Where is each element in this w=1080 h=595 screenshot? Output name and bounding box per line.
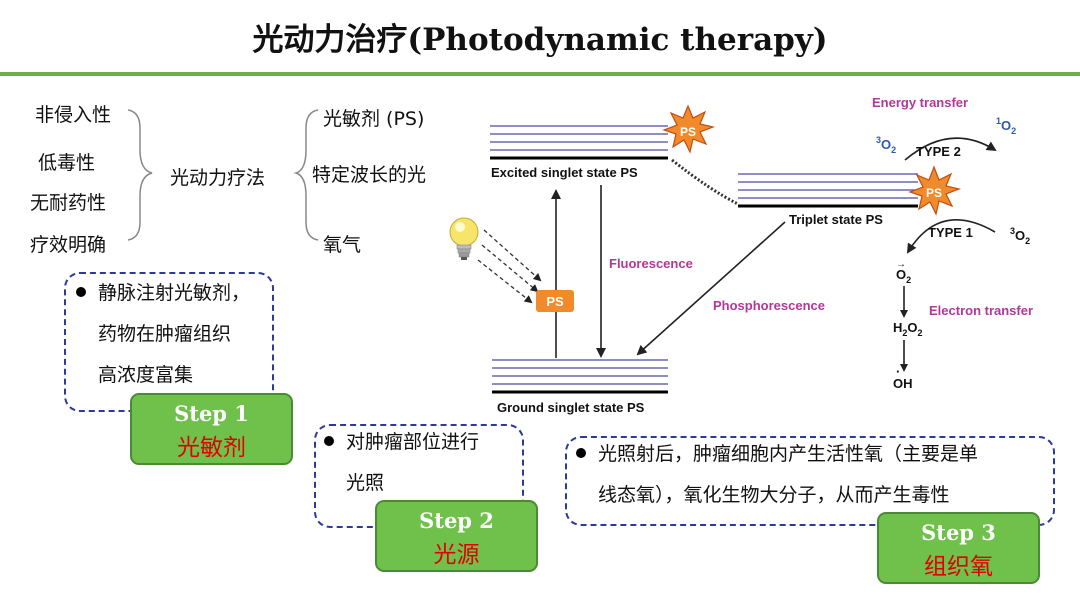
triplet-oxygen-label: 3O2 xyxy=(876,135,896,155)
type2-label: TYPE 2 xyxy=(916,144,961,159)
type1-label: TYPE 1 xyxy=(928,225,973,240)
property-item: 低毒性 xyxy=(38,152,96,174)
type1-arrow xyxy=(906,219,996,254)
hydrogen-peroxide-label: H2O2 xyxy=(893,320,923,338)
ps-excited-burst xyxy=(662,104,716,154)
step1-description: 静脉注射光敏剂， 药物在肿瘤组织 高浓度富集 xyxy=(76,273,250,396)
ps-ground-badge xyxy=(536,290,574,312)
svg-text:PS: PS xyxy=(546,294,564,309)
type2-arrow xyxy=(904,137,997,161)
superoxide-mark: → xyxy=(896,259,906,270)
brace-left xyxy=(127,109,153,241)
triplet-state-label: Triplet state PS xyxy=(789,212,883,227)
light-bulb-icon xyxy=(449,217,479,260)
page-title: 光动力治疗(Photodynamic therapy) xyxy=(252,22,828,58)
bullet-icon xyxy=(76,286,86,297)
component-item: 氧气 xyxy=(323,234,362,256)
excited-state-label: Excited singlet state PS xyxy=(491,165,638,180)
component-item: 特定波长的光 xyxy=(312,164,427,186)
superoxide-label: O2 xyxy=(896,267,911,285)
energy-transfer-label: Energy transfer xyxy=(872,95,968,110)
property-item: 非侵入性 xyxy=(35,104,112,126)
excited-levels xyxy=(490,125,668,151)
triplet-levels xyxy=(738,173,918,199)
method-label: 光动力疗法 xyxy=(170,167,266,189)
title-divider xyxy=(0,72,1080,76)
step2-description: 对肿瘤部位进行 光照 xyxy=(324,422,479,504)
step3-badge: Step 3 组织氧 xyxy=(877,512,1040,584)
intersystem-crossing xyxy=(671,158,739,206)
property-item: 无耐药性 xyxy=(30,192,107,214)
type1-oxygen-label: 3O2 xyxy=(1010,226,1030,246)
step3-description-box xyxy=(565,436,1055,526)
hydroxyl-dot: · xyxy=(896,364,900,379)
fluorescence-label: Fluorescence xyxy=(609,256,693,271)
hydroxyl-label: OH xyxy=(893,376,913,391)
ground-state-label: Ground singlet state PS xyxy=(497,400,645,415)
light-rays xyxy=(477,229,542,304)
svg-text:PS: PS xyxy=(926,186,942,200)
svg-text:PS: PS xyxy=(680,125,696,139)
ps-triplet-burst xyxy=(908,165,962,216)
step2-badge: Step 2 光源 xyxy=(375,500,538,572)
step3-description: 光照射后，肿瘤细胞内产生活性氧（主要是单 线态氧），氧化生物大分子，从而产生毒性 xyxy=(576,434,978,516)
property-item: 疗效明确 xyxy=(30,234,107,256)
phosphorescence-label: Phosphorescence xyxy=(713,298,825,313)
ground-levels xyxy=(492,359,668,385)
step1-description-box xyxy=(64,272,274,412)
bullet-icon xyxy=(576,447,586,458)
singlet-oxygen-label: 1O2 xyxy=(996,116,1016,136)
step1-badge: Step 1 光敏剂 xyxy=(130,393,293,465)
electron-transfer-label: Electron transfer xyxy=(929,303,1033,318)
phosphorescence-arrow xyxy=(636,221,786,356)
component-item: 光敏剂 (PS) xyxy=(323,108,425,130)
bullet-icon xyxy=(324,435,334,446)
brace-right xyxy=(293,109,319,241)
